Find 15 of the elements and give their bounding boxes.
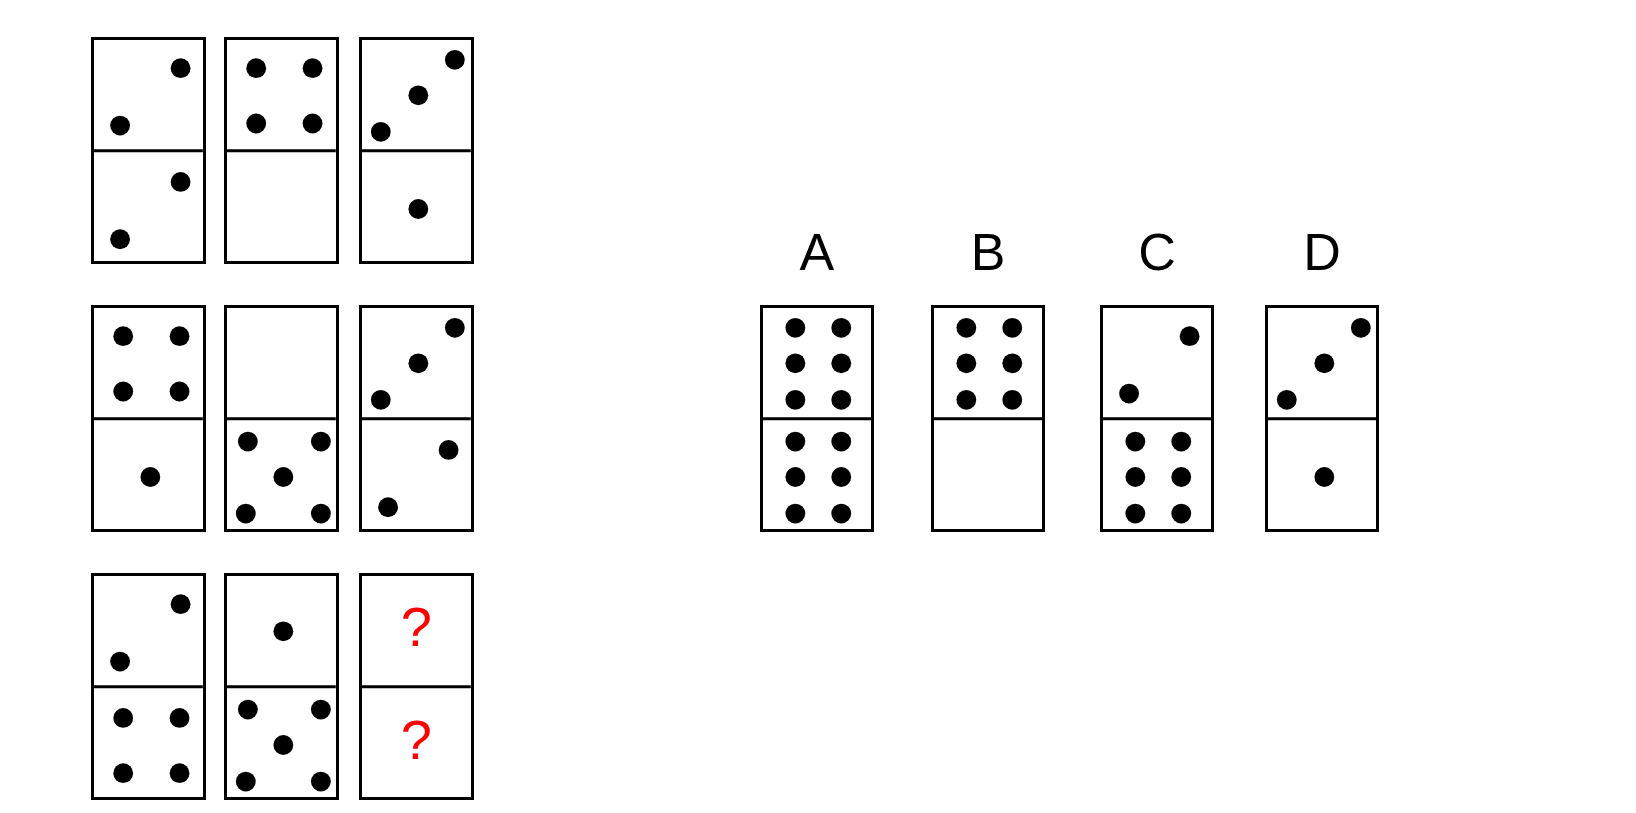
domino-tile <box>90 572 206 801</box>
domino-tile <box>224 572 340 801</box>
question-mark: ? <box>399 598 433 655</box>
domino-tile <box>358 572 474 801</box>
question-mark: ? <box>399 712 433 769</box>
domino-tile <box>358 36 474 264</box>
domino-tile <box>224 36 340 264</box>
option-letter: D <box>1302 226 1342 279</box>
option-letter: A <box>798 226 836 279</box>
option-letter: B <box>969 226 1007 279</box>
domino-tile <box>358 304 474 533</box>
domino-tile <box>90 304 206 533</box>
domino-tile <box>224 304 340 533</box>
domino-tile <box>90 36 206 264</box>
option-letter: C <box>1137 226 1177 279</box>
